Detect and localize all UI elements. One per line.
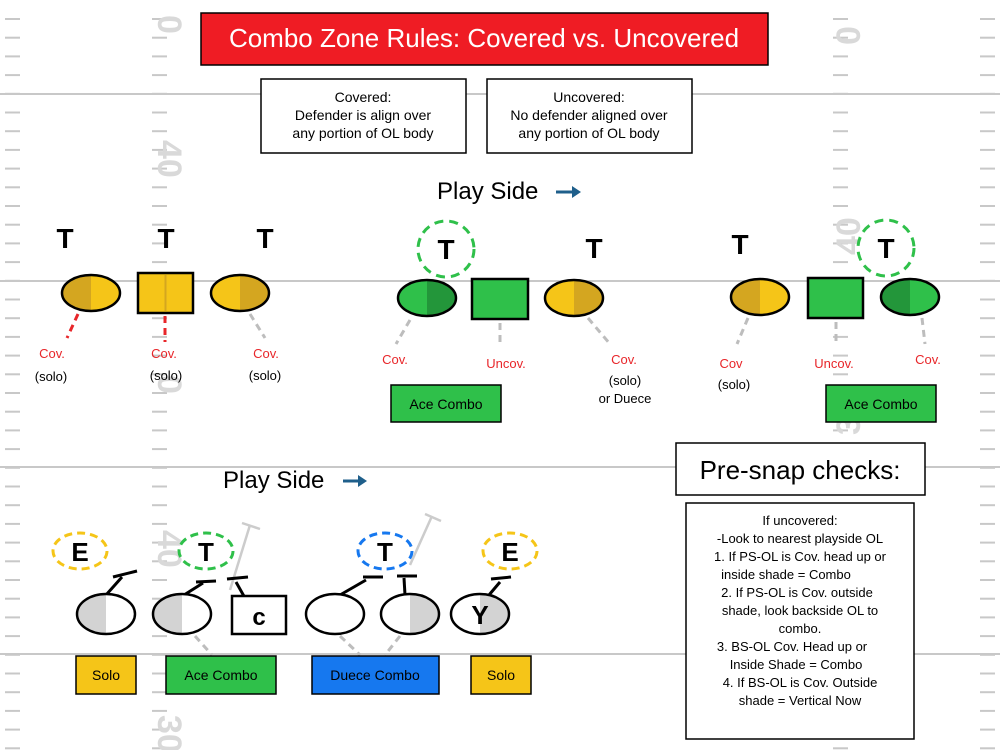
pre-snap-line: shade = Vertical Now: [739, 693, 862, 708]
duece-combo-label: Duece Combo: [330, 667, 420, 683]
ace-combo-box: [390, 384, 502, 423]
solo-box: [470, 655, 532, 695]
pre-snap-line: -Look to nearest playside OL: [717, 531, 883, 546]
duece-combo-box: [311, 655, 440, 695]
solo-label: (solo): [609, 373, 642, 388]
ace-combo-label: Ace Combo: [184, 667, 257, 683]
covered-label: Cov.: [253, 346, 279, 361]
field-number: 0: [150, 375, 188, 394]
defender-tackle-label: T: [56, 223, 73, 254]
ace-combo-box: [165, 655, 277, 695]
offensive-lineman-tackle: [379, 592, 441, 636]
pre-snap-checks-box: [685, 502, 915, 740]
covered-label: Cov.: [382, 352, 408, 367]
uncovered-label: Uncov.: [814, 356, 854, 371]
offensive-lineman-guard: [60, 273, 122, 313]
pre-snap-line: inside shade = Combo: [721, 567, 851, 582]
uncovered-definition-line: Uncovered:: [553, 89, 625, 105]
solo-box-label: Solo: [487, 667, 515, 683]
covered-label: Cov.: [611, 352, 637, 367]
title-banner: [200, 12, 769, 66]
football-field-background: 0 40 0 30 40 0 40 30: [0, 15, 1000, 750]
page-title: Combo Zone Rules: Covered vs. Uncovered: [229, 23, 739, 53]
pre-snap-line: 1. If PS-OL is Cov. head up or: [714, 549, 887, 564]
solo-box: [75, 655, 137, 695]
offensive-lineman-center: [470, 277, 530, 321]
defender-tackle-label: T: [377, 537, 393, 567]
pre-snap-line: 2. If PS-OL is Cov. outside: [721, 585, 873, 600]
uncovered-definition-box: [486, 78, 693, 154]
pre-snap-line: Inside Shade = Combo: [730, 657, 863, 672]
defender-tackle-label: T: [256, 223, 273, 254]
ace-combo-box: [825, 384, 937, 423]
field-number: 40: [150, 140, 188, 178]
pre-snap-checks-list: If uncovered: -Look to nearest playside …: [714, 513, 887, 708]
covered-label: Cov.: [151, 346, 177, 361]
covered-definition-line: Defender is align over: [295, 107, 432, 123]
defender-tackle-label: T: [157, 223, 174, 254]
solo-label: (solo): [35, 369, 68, 384]
diagram-bottom-formation: E T T E c Y Solo Ace Combo: [51, 512, 539, 695]
offensive-lineman-guard: [151, 592, 213, 636]
pre-snap-line: combo.: [779, 621, 822, 636]
ace-combo-label: Ace Combo: [409, 396, 482, 412]
offensive-lineman-guard: [396, 278, 458, 318]
defender-tackle-label: T: [585, 233, 602, 264]
covered-label: Cov: [719, 356, 743, 371]
solo-box-label: Solo: [92, 667, 120, 683]
offensive-lineman-guard: [879, 277, 941, 317]
field-number: 0: [830, 26, 868, 45]
covered-label: Cov.: [39, 346, 65, 361]
pre-snap-line: If uncovered:: [762, 513, 837, 528]
field-number: 0: [150, 15, 188, 34]
diagram-all-covered: T T T Cov. (solo) Cov. (solo) Cov. (solo…: [35, 223, 282, 384]
center-label: c: [252, 604, 265, 631]
tight-end-label: Y: [471, 600, 488, 630]
pre-snap-line: 3. BS-OL Cov. Head up or: [717, 639, 868, 654]
uncovered-label: Uncov.: [486, 356, 526, 371]
solo-label: (solo): [718, 377, 751, 392]
diagram-ace-combo-left: T T Cov. Uncov. Cov. (solo) or Duece Ace…: [382, 219, 652, 423]
defender-tackle-label: T: [198, 537, 214, 567]
tight-end: [449, 592, 511, 636]
covered-definition-line: Covered:: [335, 89, 392, 105]
offensive-lineman-center: [230, 594, 288, 636]
uncovered-definition-line: any portion of OL body: [518, 125, 659, 141]
offensive-lineman-guard: [543, 278, 605, 318]
uncovered-definition-line: No defender aligned over: [510, 107, 668, 123]
defender-tackle-label: T: [731, 229, 748, 260]
ace-combo-label: Ace Combo: [844, 396, 917, 412]
play-side-label-bottom: Play Side: [223, 467, 324, 494]
covered-label: Cov.: [915, 352, 941, 367]
offensive-lineman-guard: [729, 277, 791, 317]
or-duece-label: or Duece: [599, 391, 652, 406]
diagram-ace-combo-right: T T Cov (solo) Uncov. Cov. Ace Combo: [718, 218, 941, 423]
play-side-label-top: Play Side: [437, 178, 538, 205]
pre-snap-line: 4. If BS-OL is Cov. Outside: [723, 675, 878, 690]
offensive-lineman-guard: [209, 273, 271, 313]
covered-definition-line: any portion of OL body: [292, 125, 433, 141]
pre-snap-line: shade, look backside OL to: [722, 603, 878, 618]
pre-snap-title-box: [675, 442, 926, 496]
solo-label: (solo): [249, 368, 282, 383]
defender-tackle-label: T: [437, 234, 454, 265]
arrow-right-icon: [556, 186, 581, 198]
offensive-lineman-tackle: [75, 592, 137, 636]
covered-definition-box: [260, 78, 467, 154]
solo-label: (solo): [150, 368, 183, 383]
defender-end-label: E: [71, 537, 88, 567]
offensive-lineman-guard: [304, 592, 366, 636]
offensive-lineman-center: [806, 276, 865, 320]
arrow-right-icon: [343, 475, 367, 487]
pre-snap-title: Pre-snap checks:: [700, 455, 901, 485]
defender-tackle-label: T: [877, 233, 894, 264]
defender-end-label: E: [501, 537, 518, 567]
field-number: 30: [150, 715, 188, 750]
